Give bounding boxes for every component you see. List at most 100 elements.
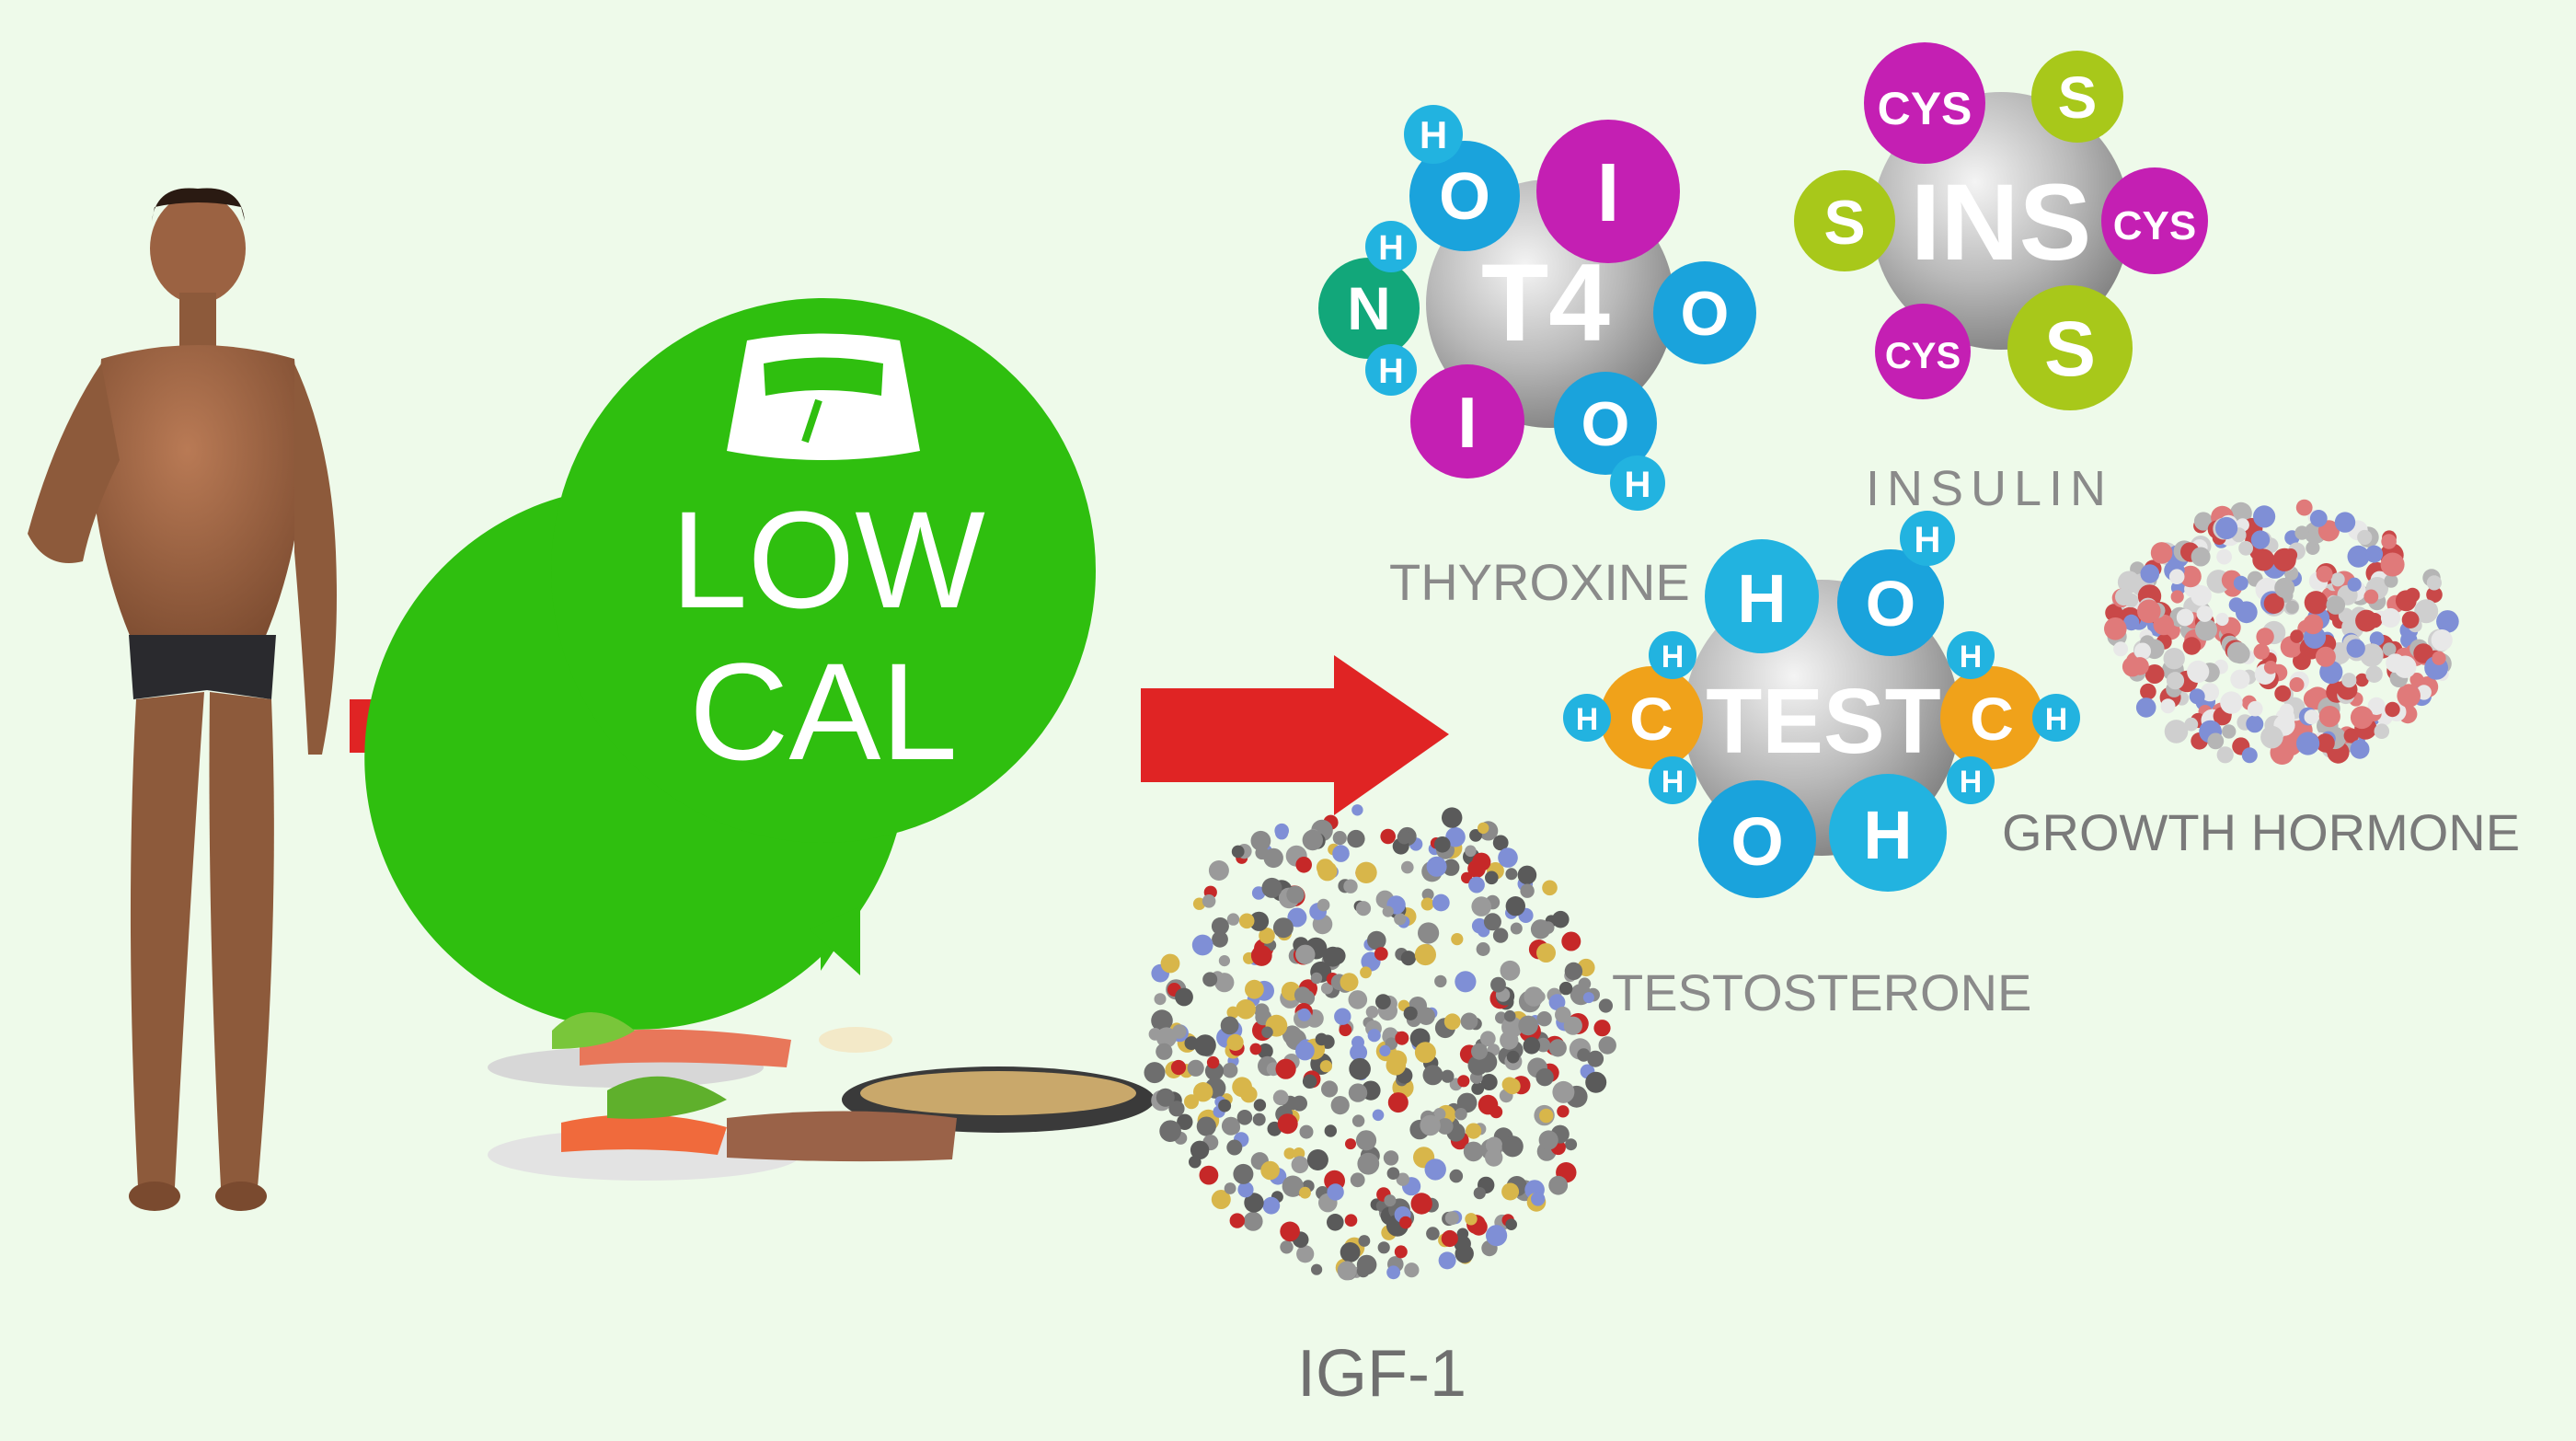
molecule-atom (1548, 994, 1566, 1011)
molecule-atom (2341, 673, 2357, 688)
atom-hydrogen: H (1900, 511, 1955, 566)
molecule-atom (1382, 905, 1394, 917)
molecule-atom (1237, 1182, 1254, 1198)
molecule-atom (2350, 706, 2374, 730)
molecule-atom (2220, 691, 2243, 714)
molecule-atom (1531, 1192, 1546, 1206)
food-illustration (488, 1012, 1155, 1181)
molecule-atom (1456, 1092, 1478, 1113)
molecule-atom (1311, 1263, 1323, 1275)
molecule-atom (1319, 1060, 1332, 1073)
molecule-atom (2355, 673, 2369, 687)
molecule-atom (1466, 1123, 1482, 1139)
molecule-atom (2135, 697, 2156, 718)
molecule-atom (1478, 1094, 1499, 1115)
molecule-atom (2160, 698, 2176, 714)
molecule-atom (2164, 720, 2189, 744)
molecule-atom (2384, 573, 2398, 588)
molecule-atom (1262, 1196, 1281, 1215)
molecule-atom (1565, 1138, 1578, 1151)
molecule-atom (1535, 1068, 1554, 1087)
molecule-atom (1471, 1043, 1488, 1060)
molecule-atom (1449, 1169, 1464, 1183)
atom-hydrogen: H (1649, 756, 1696, 804)
molecule-atom (2380, 607, 2401, 628)
atom-sulfur: S (2031, 51, 2123, 143)
molecule-atom (2401, 611, 2420, 628)
molecule-atom (1564, 962, 1583, 981)
molecule-atom (1501, 1136, 1524, 1158)
molecule-atom (1360, 966, 1372, 979)
molecule-atom (1483, 913, 1501, 931)
molecule-atom (1498, 847, 1518, 868)
scale-icon (727, 333, 920, 460)
molecule-atom (2303, 614, 2324, 635)
atom-oxygen: O (1698, 780, 1816, 898)
molecule-atom (1144, 1062, 1166, 1084)
atom-sulfur: S (1794, 170, 1895, 271)
molecule-atom (1455, 971, 1477, 993)
atom-symbol: S (2044, 305, 2096, 392)
molecule-atom (2215, 516, 2238, 540)
atom-symbol: S (1823, 188, 1865, 258)
molecule-atom (1443, 859, 1460, 876)
molecule-atom (1350, 1043, 1368, 1062)
molecule-atom (2347, 577, 2362, 592)
molecule-atom (2289, 677, 2305, 692)
molecule-atom (1490, 976, 1506, 993)
molecule-atom (1340, 1242, 1361, 1262)
molecule-atom (2316, 565, 2333, 582)
molecule-atom (1395, 1031, 1409, 1045)
molecule-atom (1501, 1077, 1517, 1092)
thyroxine-molecule: O I O I O N H H (1318, 105, 1756, 511)
molecule-atom (2233, 575, 2248, 591)
molecule-atom (2238, 540, 2254, 556)
molecule-atom (1177, 1113, 1193, 1131)
molecule-atom (1330, 1096, 1350, 1115)
molecule-atom (1552, 1080, 1575, 1103)
atom-iodine: I (1536, 120, 1680, 263)
atom-symbol: H (1576, 702, 1599, 737)
molecule-atom (2385, 701, 2400, 718)
molecule-atom (1558, 981, 1573, 996)
molecule-atom (1420, 897, 1434, 911)
molecule-atom (1244, 1193, 1264, 1213)
atom-hydrogen: H (1947, 631, 1995, 679)
molecule-atom (1473, 1187, 1486, 1200)
molecule-atom (2363, 589, 2379, 605)
atom-hydrogen: H (1610, 455, 1665, 511)
molecule-atom (1202, 894, 1216, 908)
atom-symbol: H (1737, 560, 1786, 637)
molecule-atom (1282, 1175, 1305, 1197)
molecule-atom (1383, 1150, 1399, 1166)
molecule-atom (1327, 1214, 1344, 1231)
molecule-atom (1457, 1075, 1470, 1088)
molecule-atom (1299, 990, 1316, 1006)
atom-symbol: O (1581, 389, 1630, 459)
atom-nitrogen: N (1318, 258, 1420, 359)
molecule-atom (1222, 1062, 1238, 1078)
molecule-atom (1226, 1033, 1244, 1051)
molecule-atom (1518, 1015, 1538, 1036)
molecule-atom (2113, 641, 2129, 657)
molecule-atom (1434, 836, 1451, 853)
atom-symbol: H (1915, 520, 1941, 560)
molecule-atom (1442, 807, 1463, 828)
molecule-atom (2195, 618, 2217, 641)
molecule-atom (2191, 585, 2212, 606)
molecule-atom (1187, 1059, 1204, 1077)
molecule-atom (2150, 542, 2173, 564)
molecule-atom (1593, 1020, 1611, 1037)
badge-text-cal: CAL (689, 634, 958, 789)
thyroxine-label: THYROXINE (1389, 553, 1690, 611)
molecule-atom (2222, 724, 2237, 739)
molecule-atom (1587, 1050, 1604, 1067)
molecule-atom (1384, 1194, 1397, 1207)
molecule-atom (1259, 928, 1275, 944)
molecule-atom (1380, 828, 1396, 845)
molecule-atom (1350, 1172, 1365, 1188)
molecule-atom (1424, 1159, 1446, 1181)
molecule-atom (1445, 826, 1466, 847)
molecule-atom (1151, 1009, 1173, 1032)
